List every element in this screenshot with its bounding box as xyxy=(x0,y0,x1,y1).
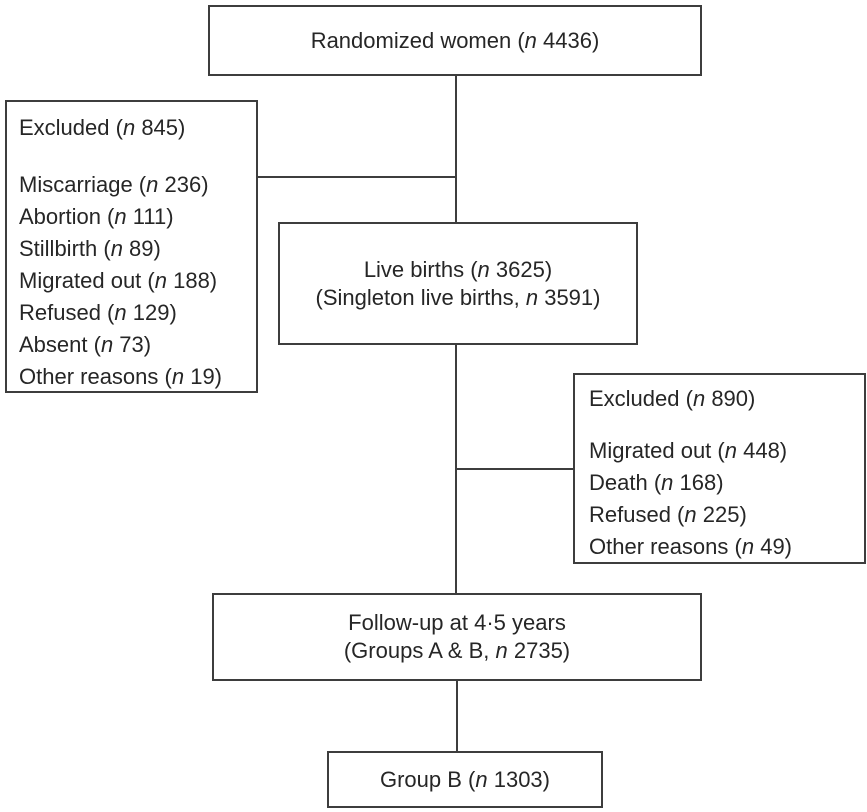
connector-randomized-to-livebirths xyxy=(455,76,457,222)
followup-label: Follow-up at 4·5 years xyxy=(348,609,566,637)
list-item-migrated-out: Migrated out (n 188) xyxy=(19,265,250,297)
group-b-label: Group B (n 1303) xyxy=(380,766,550,794)
connector-followup-to-groupb xyxy=(456,681,458,751)
label-suffix: 1303) xyxy=(487,766,550,792)
label-prefix: Absent ( xyxy=(19,332,101,357)
label-prefix: Other reasons ( xyxy=(589,534,742,559)
label-suffix: 111) xyxy=(126,204,174,229)
label-suffix: 2735) xyxy=(507,638,571,663)
box-excluded-right: Excluded (n 890) Migrated out (n 448) De… xyxy=(573,373,866,564)
label-prefix: Other reasons ( xyxy=(19,364,172,389)
connector-livebirths-to-followup xyxy=(455,345,457,593)
label-suffix: 4436) xyxy=(536,27,600,53)
list-item-abortion: Abortion (n 111) xyxy=(19,201,250,233)
list-item-other-reasons: Other reasons (n 19) xyxy=(19,361,250,393)
singleton-live-births-label: (Singleton live births, n 3591) xyxy=(316,284,601,312)
n-italic: n xyxy=(741,534,755,559)
n-italic: n xyxy=(171,364,185,389)
connector-to-excluded-left xyxy=(258,176,456,178)
list-item-miscarriage: Miscarriage (n 236) xyxy=(19,169,250,201)
n-italic: n xyxy=(477,256,490,282)
label-prefix: Migrated out ( xyxy=(19,268,155,293)
excluded-left-title: Excluded (n 845) xyxy=(19,112,250,144)
label-suffix: 845) xyxy=(135,115,186,140)
label-suffix: 168) xyxy=(673,470,724,495)
n-italic: n xyxy=(692,386,706,411)
box-followup: Follow-up at 4·5 years (Groups A & B, n … xyxy=(212,593,702,681)
randomized-women-label: Randomized women (n 4436) xyxy=(311,27,600,55)
label-prefix: Excluded ( xyxy=(589,386,693,411)
box-group-b: Group B (n 1303) xyxy=(327,751,603,808)
label-prefix: Group B ( xyxy=(379,766,476,792)
box-excluded-left: Excluded (n 845) Miscarriage (n 236) Abo… xyxy=(5,100,258,393)
n-italic: n xyxy=(661,470,674,495)
n-italic: n xyxy=(495,638,508,663)
box-live-births: Live births (n 3625) (Singleton live bir… xyxy=(278,222,638,345)
label-suffix: 3625) xyxy=(489,256,553,282)
n-italic: n xyxy=(114,300,127,325)
label-prefix: Death ( xyxy=(589,470,662,495)
label-suffix: 188) xyxy=(166,268,218,293)
label-prefix: Abortion ( xyxy=(19,204,115,229)
label-suffix: 236) xyxy=(158,172,209,197)
label-prefix: Follow-up at 4·5 years xyxy=(348,610,566,635)
label-suffix: 129) xyxy=(126,300,177,325)
connector-to-excluded-right xyxy=(457,468,573,470)
n-italic: n xyxy=(100,332,114,357)
n-italic: n xyxy=(122,115,136,140)
label-prefix: Miscarriage ( xyxy=(19,172,147,197)
n-italic: n xyxy=(146,172,159,197)
label-suffix: 3591) xyxy=(538,284,601,310)
label-suffix: 49) xyxy=(754,534,793,559)
excluded-left-list: Miscarriage (n 236) Abortion (n 111) Sti… xyxy=(19,169,250,393)
list-item-refused: Refused (n 129) xyxy=(19,297,250,329)
label-suffix: 73) xyxy=(113,332,152,357)
n-italic: n xyxy=(524,27,537,53)
label-prefix: Excluded ( xyxy=(19,115,123,140)
list-item-other-reasons: Other reasons (n 49) xyxy=(589,531,858,563)
box-randomized-women: Randomized women (n 4436) xyxy=(208,5,702,76)
label-suffix: 225) xyxy=(696,502,747,527)
label-suffix: 89) xyxy=(122,236,161,261)
label-prefix: (Groups A & B, xyxy=(343,638,496,663)
n-italic: n xyxy=(724,438,737,463)
label-prefix: Migrated out ( xyxy=(589,438,725,463)
label-prefix: Stillbirth ( xyxy=(19,236,111,261)
list-item-migrated-out: Migrated out (n 448) xyxy=(589,435,858,467)
list-item-absent: Absent (n 73) xyxy=(19,329,250,361)
label-suffix: 19) xyxy=(184,364,223,389)
n-italic: n xyxy=(154,268,167,293)
n-italic: n xyxy=(475,766,488,792)
label-prefix: Randomized women ( xyxy=(310,27,525,53)
list-item-stillbirth: Stillbirth (n 89) xyxy=(19,233,250,265)
groups-a-b-label: (Groups A & B, n 2735) xyxy=(344,637,570,665)
list-item-refused: Refused (n 225) xyxy=(589,499,858,531)
label-prefix: (Singleton live births, xyxy=(315,284,526,310)
list-item-death: Death (n 168) xyxy=(589,467,858,499)
label-prefix: Refused ( xyxy=(19,300,115,325)
label-suffix: 448) xyxy=(736,438,788,463)
live-births-label: Live births (n 3625) xyxy=(364,256,552,284)
excluded-right-list: Migrated out (n 448) Death (n 168) Refus… xyxy=(589,435,858,563)
n-italic: n xyxy=(684,502,697,527)
excluded-right-title: Excluded (n 890) xyxy=(589,383,858,415)
label-prefix: Live births ( xyxy=(363,256,478,282)
label-suffix: 890) xyxy=(705,386,756,411)
n-italic: n xyxy=(110,236,123,261)
n-italic: n xyxy=(525,284,539,310)
n-italic: n xyxy=(114,204,127,229)
label-prefix: Refused ( xyxy=(589,502,685,527)
